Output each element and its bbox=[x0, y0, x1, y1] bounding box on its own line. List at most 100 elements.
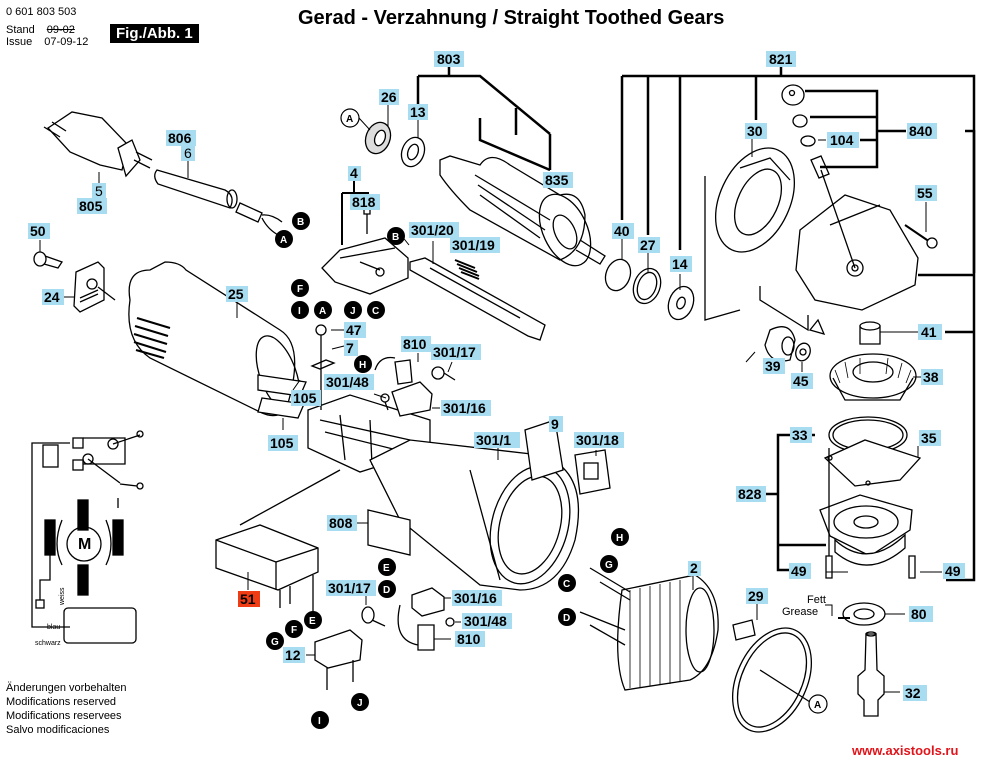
part-label-38[interactable]: 38 bbox=[921, 369, 943, 385]
switch-301-18-drawing bbox=[574, 449, 611, 495]
part-label-41[interactable]: 41 bbox=[918, 324, 942, 340]
part-label-301-48-bottom[interactable]: 301/48 bbox=[462, 613, 512, 629]
bearing-flange-drawing bbox=[819, 494, 913, 566]
svg-text:A: A bbox=[814, 700, 821, 711]
cord-sleeve-drawing bbox=[154, 169, 283, 237]
connector-a-outline-bottom: A bbox=[808, 694, 828, 714]
part-label-35[interactable]: 35 bbox=[919, 430, 941, 446]
svg-text:D: D bbox=[383, 585, 390, 596]
connector-i-sup: I bbox=[311, 711, 329, 729]
connector-d-lower: D bbox=[378, 580, 396, 598]
svg-text:26: 26 bbox=[381, 89, 397, 105]
part-label-301-18[interactable]: 301/18 bbox=[574, 432, 624, 448]
part-label-50[interactable]: 50 bbox=[28, 223, 50, 239]
svg-text:39: 39 bbox=[765, 358, 781, 374]
svg-text:35: 35 bbox=[921, 430, 937, 446]
part-label-105-b[interactable]: 105 bbox=[268, 435, 298, 451]
label-9-drawing bbox=[524, 419, 564, 481]
part-label-806[interactable]: 806 bbox=[166, 130, 196, 146]
suppressor-12-drawing bbox=[314, 629, 363, 690]
screw-50-drawing bbox=[33, 251, 64, 269]
part-label-49-left[interactable]: 49 bbox=[789, 563, 811, 579]
part-label-4[interactable]: 4 bbox=[348, 165, 361, 181]
svg-text:835: 835 bbox=[545, 172, 569, 188]
part-label-301-17-bottom[interactable]: 301/17 bbox=[326, 580, 376, 596]
part-label-818[interactable]: 818 bbox=[350, 194, 380, 210]
part-label-55[interactable]: 55 bbox=[915, 185, 937, 201]
part-label-47[interactable]: 47 bbox=[344, 322, 366, 338]
connector-d-coil: D bbox=[558, 608, 576, 626]
part-label-105-a[interactable]: 105 bbox=[291, 390, 321, 406]
svg-text:C: C bbox=[563, 579, 570, 590]
part-label-2[interactable]: 2 bbox=[688, 560, 701, 576]
part-label-30[interactable]: 30 bbox=[745, 123, 767, 139]
svg-text:2: 2 bbox=[690, 560, 698, 576]
svg-text:301/17: 301/17 bbox=[328, 580, 371, 596]
part-label-828[interactable]: 828 bbox=[736, 486, 766, 502]
part-label-29[interactable]: 29 bbox=[746, 588, 768, 604]
svg-text:104: 104 bbox=[830, 132, 854, 148]
bearing-14-drawing bbox=[667, 285, 695, 321]
note-es: Salvo modificaciones bbox=[6, 724, 110, 736]
part-label-13[interactable]: 13 bbox=[408, 104, 428, 120]
part-label-14[interactable]: 14 bbox=[670, 256, 692, 272]
part-label-810-top[interactable]: 810 bbox=[401, 336, 431, 352]
part-label-301-48-top[interactable]: 301/48 bbox=[324, 374, 374, 390]
part-label-803[interactable]: 803 bbox=[434, 51, 464, 67]
issue-value: 07-09-12 bbox=[44, 36, 89, 48]
part-label-33[interactable]: 33 bbox=[790, 427, 812, 443]
part-label-45[interactable]: 45 bbox=[791, 373, 813, 389]
connector-c-holder: C bbox=[367, 301, 385, 319]
svg-text:7: 7 bbox=[346, 340, 354, 356]
ring-40-drawing bbox=[604, 258, 632, 292]
part-label-12[interactable]: 12 bbox=[283, 647, 305, 663]
part-label-301-16-bottom[interactable]: 301/16 bbox=[452, 590, 502, 606]
connector-c-coil: C bbox=[558, 574, 576, 592]
part-label-805[interactable]: 805 bbox=[77, 198, 107, 214]
connector-j-sup: J bbox=[351, 693, 369, 711]
part-label-49-right[interactable]: 49 bbox=[943, 563, 965, 579]
part-label-26[interactable]: 26 bbox=[379, 89, 399, 105]
watermark-link[interactable]: www.axistools.ru bbox=[852, 743, 959, 758]
wire-schwarz-label: schwarz bbox=[35, 640, 61, 647]
ring-27-drawing bbox=[632, 267, 662, 305]
svg-text:828: 828 bbox=[738, 486, 762, 502]
part-label-821[interactable]: 821 bbox=[766, 51, 796, 67]
part-drawings bbox=[33, 84, 938, 733]
part-label-301-1[interactable]: 301/1 bbox=[474, 432, 520, 448]
part-label-40[interactable]: 40 bbox=[612, 223, 634, 239]
connector-a-outline-top: A bbox=[340, 108, 360, 128]
svg-text:4: 4 bbox=[350, 165, 358, 181]
part-label-25[interactable]: 25 bbox=[226, 286, 248, 302]
part-label-39[interactable]: 39 bbox=[763, 358, 785, 374]
fett-label: Fett bbox=[807, 594, 826, 606]
svg-text:9: 9 bbox=[551, 416, 559, 432]
part-label-5[interactable]: 5 bbox=[92, 183, 106, 199]
svg-text:301/48: 301/48 bbox=[464, 613, 507, 629]
part-label-840[interactable]: 840 bbox=[907, 123, 937, 139]
part-label-7[interactable]: 7 bbox=[344, 340, 358, 356]
part-label-51[interactable]: 51 bbox=[238, 591, 260, 607]
part-label-810-bottom[interactable]: 810 bbox=[455, 631, 485, 647]
part-label-27[interactable]: 27 bbox=[638, 237, 660, 253]
spring-301-17-top-drawing bbox=[431, 366, 456, 381]
lever-301-20-drawing bbox=[409, 257, 546, 341]
part-label-24[interactable]: 24 bbox=[42, 289, 64, 305]
svg-text:301/16: 301/16 bbox=[454, 590, 497, 606]
part-label-808[interactable]: 808 bbox=[327, 515, 357, 531]
part-label-835[interactable]: 835 bbox=[543, 172, 573, 188]
svg-text:F: F bbox=[297, 284, 303, 295]
part-label-6[interactable]: 6 bbox=[181, 145, 195, 161]
svg-text:50: 50 bbox=[30, 223, 46, 239]
part-label-301-17-top[interactable]: 301/17 bbox=[431, 344, 481, 360]
part-label-104[interactable]: 104 bbox=[827, 132, 859, 148]
part-label-301-19[interactable]: 301/19 bbox=[450, 237, 500, 253]
part-label-301-20[interactable]: 301/20 bbox=[409, 222, 459, 238]
part-label-80[interactable]: 80 bbox=[909, 606, 933, 622]
part-label-32[interactable]: 32 bbox=[903, 685, 927, 701]
svg-text:5: 5 bbox=[95, 183, 103, 199]
part-label-9[interactable]: 9 bbox=[549, 416, 563, 432]
svg-text:45: 45 bbox=[793, 373, 809, 389]
connector-e-lower: E bbox=[378, 558, 396, 576]
part-label-301-16-top[interactable]: 301/16 bbox=[441, 400, 491, 416]
